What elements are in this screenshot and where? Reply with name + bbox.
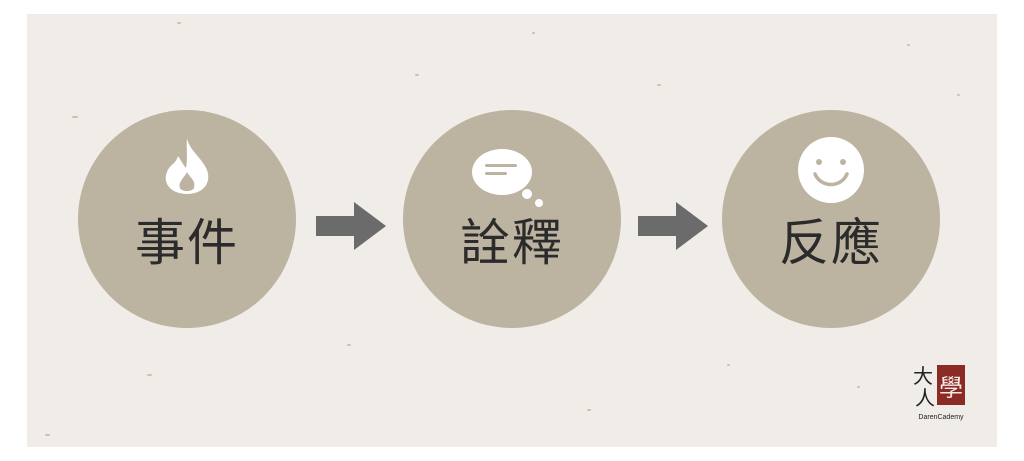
texture-speck (147, 374, 152, 376)
step-circle-interpretation: 詮釋 (403, 110, 621, 328)
step-label: 詮釋 (460, 214, 564, 272)
step-circle-event: 事件 (78, 110, 296, 328)
texture-speck (657, 84, 661, 86)
brand-logo: 大 人 學 DarenCademy (911, 364, 969, 428)
texture-speck (957, 94, 960, 96)
texture-speck (857, 386, 860, 388)
arrow-right-icon (316, 202, 386, 250)
step-label: 反應 (779, 214, 883, 272)
logo-brand-text: DarenCademy (918, 414, 964, 421)
texture-speck (45, 434, 50, 436)
logo-stamp: 學 (937, 365, 965, 405)
texture-speck (415, 74, 419, 76)
arrow-right-icon (638, 202, 708, 250)
texture-speck (72, 116, 78, 118)
logo-char: 大 (913, 364, 933, 388)
texture-speck (177, 22, 181, 24)
smiley-icon (798, 137, 864, 203)
logo-char: 人 (915, 386, 935, 410)
texture-speck (532, 32, 535, 34)
texture-speck (347, 344, 351, 346)
thought-bubble-icon (472, 149, 543, 207)
texture-speck (907, 44, 910, 46)
texture-speck (587, 409, 591, 411)
diagram-canvas: 事件 詮釋 反應 大 人 學 DarenCad (27, 14, 997, 447)
step-circle-response: 反應 (722, 110, 940, 328)
fire-icon (165, 138, 209, 194)
step-label: 事件 (135, 214, 239, 272)
texture-speck (727, 364, 730, 366)
